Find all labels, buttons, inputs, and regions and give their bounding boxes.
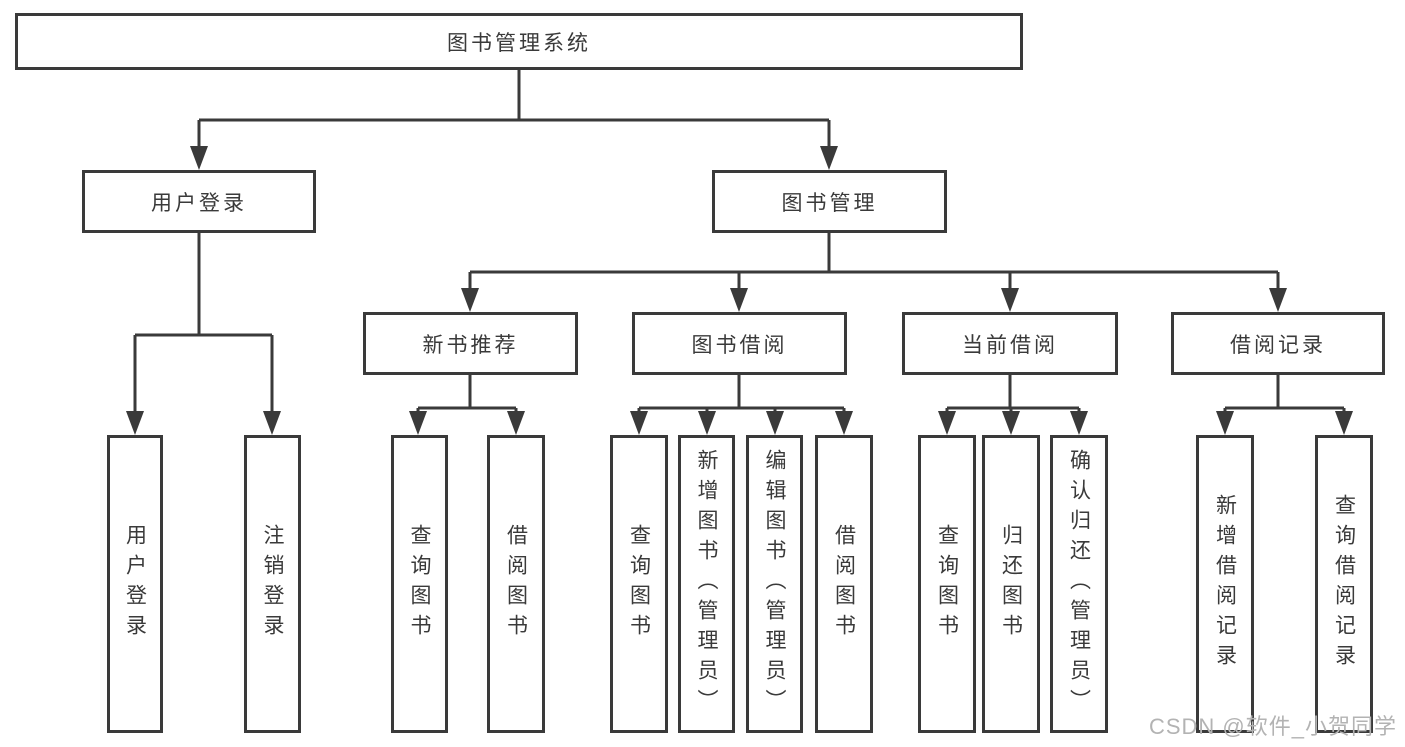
leaf-logout-label: 注销登录 bbox=[261, 524, 285, 644]
leaf-bb-add-books-admin: 新增图书（管理员） bbox=[678, 435, 735, 733]
node-book-management: 图书管理 bbox=[712, 170, 947, 233]
leaf-bb-add-books-admin-label: 新增图书（管理员） bbox=[695, 449, 719, 719]
leaf-nbr-query-books: 查询图书 bbox=[391, 435, 448, 733]
leaf-nbr-query-books-label: 查询图书 bbox=[408, 524, 432, 644]
leaf-bb-borrow-books-label: 借阅图书 bbox=[832, 524, 856, 644]
node-new-book-recommendation: 新书推荐 bbox=[363, 312, 578, 375]
leaf-bb-edit-books-admin: 编辑图书（管理员） bbox=[746, 435, 803, 733]
leaf-cb-return-books-label: 归还图书 bbox=[999, 524, 1023, 644]
leaf-nbr-borrow-books-label: 借阅图书 bbox=[504, 524, 528, 644]
leaf-bb-query-books-label: 查询图书 bbox=[627, 524, 651, 644]
leaf-br-add-record-label: 新增借阅记录 bbox=[1213, 494, 1237, 674]
leaf-cb-query-books: 查询图书 bbox=[918, 435, 976, 733]
connector-paths bbox=[133, 70, 1346, 412]
watermark: CSDN @软件_小贺同学 bbox=[1148, 714, 1397, 739]
leaf-bb-borrow-books: 借阅图书 bbox=[815, 435, 873, 733]
leaf-br-add-record: 新增借阅记录 bbox=[1196, 435, 1254, 733]
leaf-user-login: 用户登录 bbox=[107, 435, 163, 733]
leaf-bb-edit-books-admin-label: 编辑图书（管理员） bbox=[763, 449, 787, 719]
node-borrowing-records: 借阅记录 bbox=[1171, 312, 1385, 375]
leaf-user-login-label: 用户登录 bbox=[123, 524, 147, 644]
node-book-borrowing: 图书借阅 bbox=[632, 312, 847, 375]
leaf-cb-query-books-label: 查询图书 bbox=[935, 524, 959, 644]
leaf-nbr-borrow-books: 借阅图书 bbox=[487, 435, 545, 733]
leaf-cb-confirm-return-admin: 确认归还（管理员） bbox=[1050, 435, 1108, 733]
leaf-br-query-record-label: 查询借阅记录 bbox=[1332, 494, 1356, 674]
node-root: 图书管理系统 bbox=[15, 13, 1023, 70]
leaf-bb-query-books: 查询图书 bbox=[610, 435, 668, 733]
leaf-br-query-record: 查询借阅记录 bbox=[1315, 435, 1373, 733]
arrowheads bbox=[126, 146, 1353, 435]
leaf-cb-return-books: 归还图书 bbox=[982, 435, 1040, 733]
node-user-login: 用户登录 bbox=[82, 170, 316, 233]
node-current-borrowing: 当前借阅 bbox=[902, 312, 1118, 375]
leaf-logout: 注销登录 bbox=[244, 435, 301, 733]
leaf-cb-confirm-return-admin-label: 确认归还（管理员） bbox=[1067, 449, 1091, 719]
